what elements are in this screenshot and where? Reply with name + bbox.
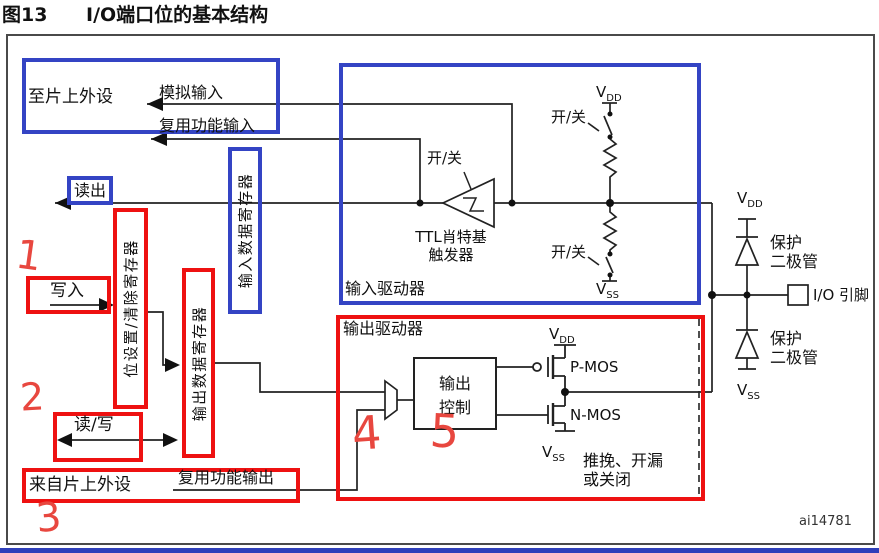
schmitt-line2: 触发器 [428,246,474,264]
write-box [26,276,111,314]
vss-subscript: SS [606,290,619,302]
bit-set-reset-register-box: 位设置/清除寄存器 [113,208,148,409]
vss-symbol: V [542,443,553,461]
vdd-output-label: VDD [549,325,575,347]
vdd-symbol: V [596,83,607,101]
input-driver-box [339,63,701,305]
annotation-4: 4 [350,405,384,461]
io-pad [787,284,809,306]
readout-box [67,176,113,205]
on-off-pullup-label: 开/关 [551,108,587,126]
alt-func-input-label: 复用功能输入 [159,116,256,135]
schmitt-trigger-label: TTL肖特基 触发器 [400,228,502,264]
bsrr-to-odr-line [148,311,166,366]
protection-diode-bottom-label: 保护 二极管 [770,329,818,367]
schmitt-line1: TTL肖特基 [415,228,487,246]
from-peripherals-label: 来自片上外设 [29,475,131,495]
pull-up-down-chain [587,102,618,282]
vdd-subscript: DD [606,93,622,105]
vss-subscript: SS [552,453,565,465]
output-mode-line1: 推挽、开漏 [583,451,664,470]
read-write-label: 读/写 [74,415,114,435]
odr-to-mux-line [215,362,385,393]
output-data-register-box: 输出数据寄存器 [182,268,215,458]
analog-input-label: 模拟输入 [159,83,224,102]
annotation-2: 2 [18,374,46,420]
write-label: 写入 [50,281,84,301]
input-driver-label: 输入驱动器 [345,279,426,298]
vdd-protection-label: VDD [737,189,763,211]
on-off-pulldown-label: 开/关 [551,243,587,261]
vdd-pull-label: VDD [596,83,622,105]
vss-subscript: SS [747,391,760,403]
from-peripherals-box [22,468,300,503]
annotation-3: 3 [34,493,64,543]
alt-func-output-label: 复用功能输出 [178,468,275,487]
vss-pull-label: VSS [596,280,619,302]
protection-diode-bottom [734,295,760,370]
protection-line1: 保护 [770,329,803,348]
mux-symbol [384,379,398,421]
output-control-line2: 控制 [438,397,471,417]
vss-symbol: V [737,381,748,399]
io-pin-label: I/O 引脚 [813,286,870,304]
protection-line2: 二极管 [770,348,819,368]
output-driver-box [336,315,705,501]
arrowheads [55,97,180,447]
nmos-label: N-MOS [570,406,621,424]
output-control-line1: 输出 [438,373,471,393]
alt-func-input-line [151,138,421,203]
bit-set-reset-register-label: 位设置/清除寄存器 [122,239,140,378]
on-off-trigger-label: 开/关 [427,149,463,167]
protection-line1: 保护 [770,233,803,252]
pmos-symbol [532,344,576,392]
to-peripherals-box [22,58,280,134]
protection-line2: 二极管 [770,252,819,272]
vss-protection-label: VSS [737,381,760,403]
diagram-border [6,34,875,545]
bottom-bar [0,548,879,553]
to-peripherals-label: 至片上外设 [28,87,113,107]
input-data-register-box: 输入数据寄存器 [228,147,262,314]
vdd-symbol: V [737,189,748,207]
junction-dots [416,111,751,396]
vss-symbol: V [596,280,607,298]
protection-diode-top-label: 保护 二极管 [770,233,818,271]
pmos-label: P-MOS [570,358,619,376]
read-write-box [53,412,143,462]
analog-input-line [147,103,513,203]
annotation-5: 5 [428,403,461,459]
readout-label: 读出 [74,181,107,200]
vdd-subscript: DD [559,335,575,347]
output-mode-label: 推挽、开漏 或关闭 [583,451,663,489]
output-driver-label: 输出驱动器 [343,319,424,338]
input-data-register-label: 输入数据寄存器 [236,172,255,289]
vss-output-label: VSS [542,443,565,465]
protection-diode-top [734,218,760,295]
schmitt-trigger [441,171,495,229]
output-control-box: 输出 控制 [413,357,497,430]
figure-id: ai14781 [799,514,852,529]
figure-number: 图13 [2,4,48,26]
vdd-subscript: DD [747,199,763,211]
alt-func-output-line [173,409,385,491]
figure-title: I/O端口位的基本结构 [86,4,269,26]
output-data-register-label: 输出数据寄存器 [190,305,209,421]
vdd-symbol: V [549,325,560,343]
output-mode-line2: 或关闭 [583,470,632,490]
